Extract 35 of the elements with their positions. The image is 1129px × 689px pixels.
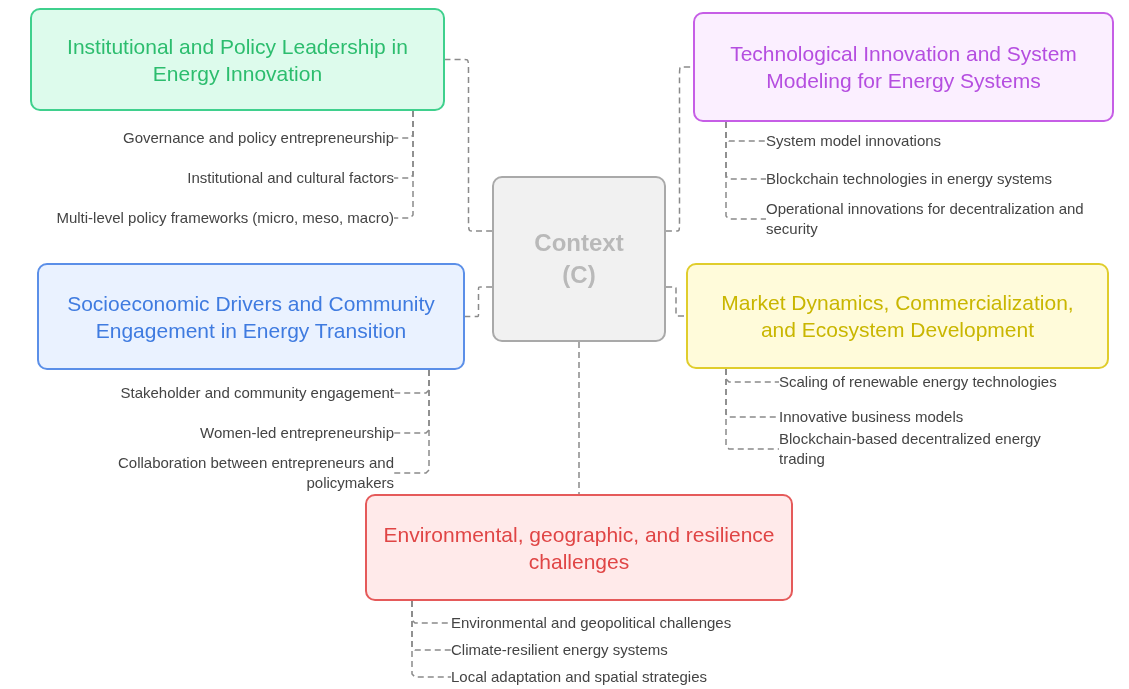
subtopic-label: Blockchain-based decentralized energy trading <box>779 429 1071 469</box>
subtopic-label: Collaboration between entrepreneurs and policymakers <box>78 453 394 493</box>
topic-box <box>365 494 793 601</box>
dashed-connector <box>725 121 767 220</box>
topic-box <box>37 263 465 370</box>
topic-box <box>686 263 1109 369</box>
dashed-connector <box>578 341 580 495</box>
subtopic-label: Innovative business models <box>779 407 1109 427</box>
subtopic-label: System model innovations <box>766 131 1126 151</box>
subtopic-label: Governance and policy entrepreneurship <box>14 128 394 148</box>
dashed-connector <box>665 286 687 317</box>
topic-title: Technological Innovation and System Modeling for Energy Systems <box>729 41 1078 94</box>
subtopic-label: Stakeholder and community engagement <box>64 383 394 403</box>
subtopic-label: Local adaptation and spatial strategies <box>451 667 791 687</box>
subtopic-label: Climate-resilient energy systems <box>451 640 791 660</box>
subtopic-label: Multi-level policy frameworks (micro, meso, macro) <box>2 208 394 228</box>
dashed-connector <box>393 110 414 219</box>
central-topic-title: Context (C) <box>533 228 625 290</box>
subtopic-label: Women-led entrepreneurship <box>64 423 394 443</box>
topic-title: Institutional and Policy Leadership in Energy Innovation <box>66 33 409 87</box>
topic-title: Socioeconomic Drivers and Community Engagement in Energy Transition <box>66 290 436 344</box>
subtopic-label: Environmental and geopolitical challenges <box>451 613 791 633</box>
dashed-connector <box>725 368 780 450</box>
topic-box <box>693 12 1114 122</box>
dashed-connector <box>444 58 493 232</box>
subtopic-label: Institutional and cultural factors <box>14 168 394 188</box>
subtopic-label: Blockchain technologies in energy systems <box>766 169 1126 189</box>
dashed-connector <box>411 600 452 678</box>
subtopic-label: Operational innovations for decentralization and security <box>766 199 1126 239</box>
topic-box <box>30 8 445 111</box>
topic-title: Environmental, geographic, and resilience challenges <box>382 521 776 575</box>
topic-title: Market Dynamics, Commercialization, and Ecosystem Development <box>720 290 1075 343</box>
subtopic-label: Scaling of renewable energy technologies <box>779 372 1109 392</box>
dashed-connector <box>393 369 430 474</box>
central-topic-box <box>492 176 666 342</box>
